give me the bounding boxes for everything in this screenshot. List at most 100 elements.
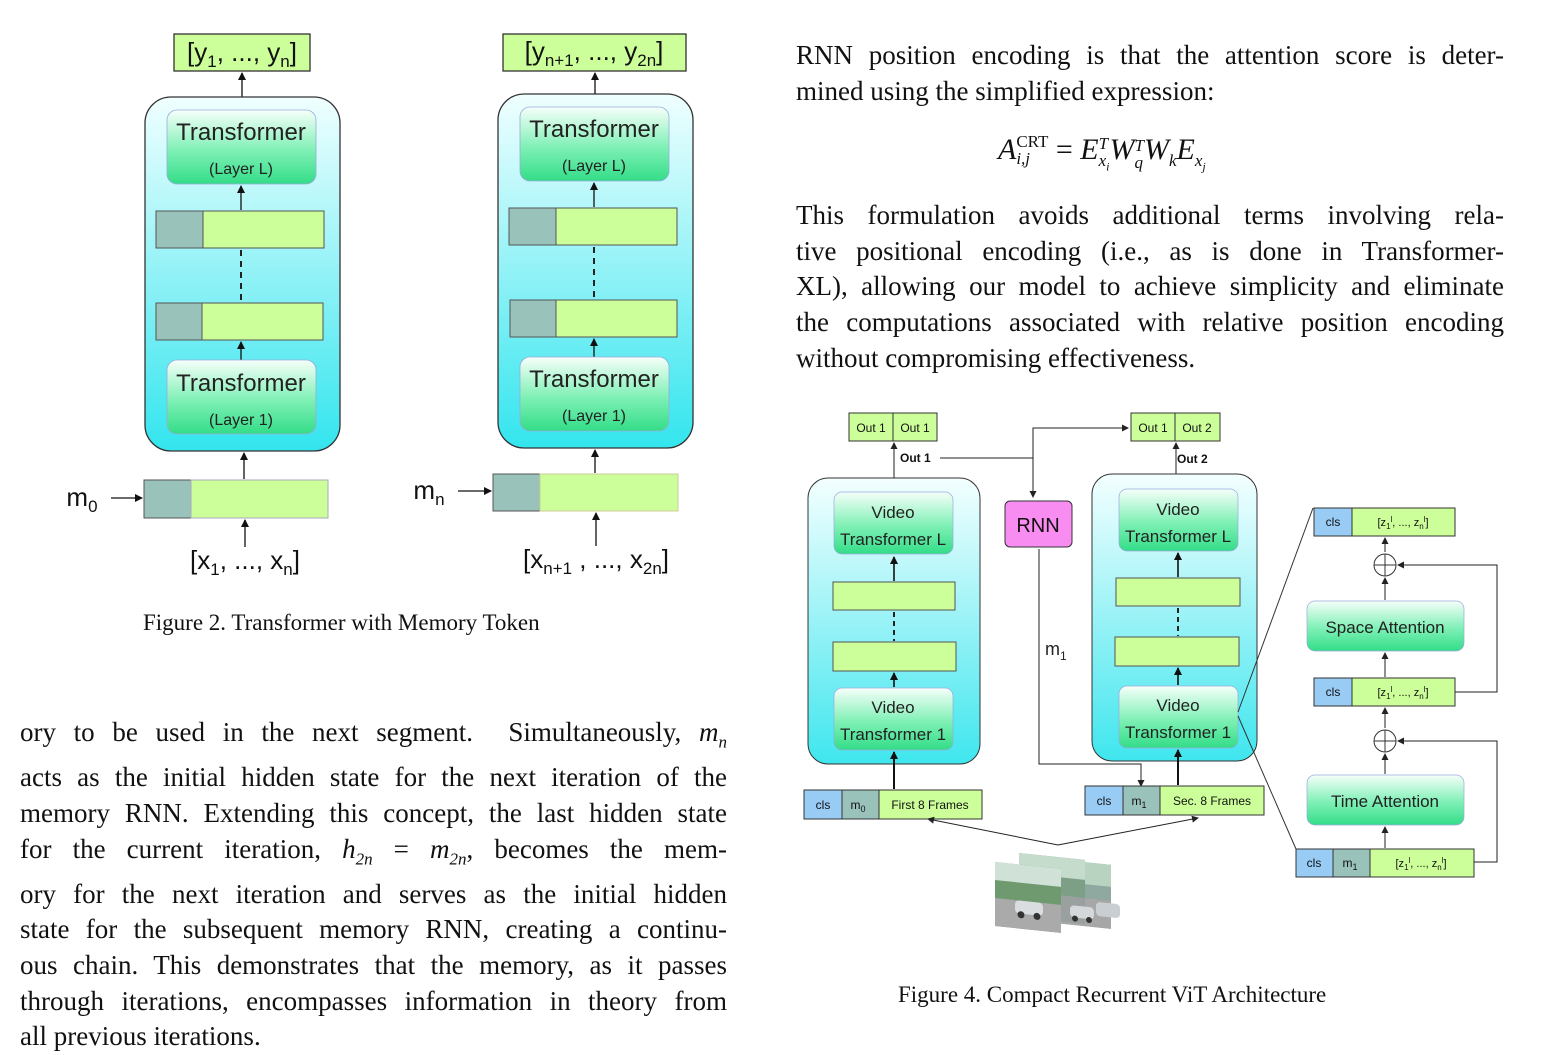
- right-p2-line-3: XL), allowing our model to achieve simpl…: [796, 271, 1504, 302]
- fig2-left-memory-label: m0: [66, 482, 97, 516]
- fig2-left-input-mem-cell: [143, 479, 192, 519]
- video-frames-image: [995, 853, 1120, 933]
- fig4-detail-mid-tokens-text: [z1l, ..., znl]: [1378, 685, 1429, 701]
- fig4-left-input-mem: [841, 789, 880, 820]
- fig2-left-layer-1-title: Transformer: [176, 370, 306, 397]
- right-paragraph-2: This formulation avoids additional terms…: [796, 198, 1504, 377]
- right-p1-line-2: mined using the simplified expression:: [796, 75, 1215, 106]
- right-paragraph-1: RNN position encoding is that the attent…: [796, 38, 1504, 109]
- left-line-5: ory for the next iteration and serves as…: [20, 878, 727, 909]
- right-p1-line-1: RNN position encoding is that the attent…: [796, 40, 1504, 70]
- fig4-left-token-top: [832, 581, 956, 611]
- fig2-right-mem-cell-top: [508, 207, 557, 246]
- fig4-rnn-to-m1-arrow: [1038, 549, 1145, 787]
- fig4-detail-top-cls: [1313, 507, 1353, 537]
- fig4-detail-skip-bottom: [1397, 737, 1498, 863]
- fig2-left-layer-1-block: [166, 359, 317, 435]
- fig2-left-diagram: [y1, ..., yn] Transformer (Layer L) Tran…: [66, 33, 341, 579]
- fig2-right-layer-1-sub: (Layer 1): [562, 408, 626, 425]
- left-line-7: ous chain. This demonstrates that the me…: [20, 950, 727, 980]
- fig4-detail-top-cls-text: cls: [1326, 515, 1341, 529]
- fig4-m1-label: m1: [1045, 639, 1067, 663]
- fig4-right-bottom-block-line2: Transformer 1: [1125, 723, 1231, 742]
- fig2-left-token-cell-top: [202, 210, 325, 249]
- fig4-right-token-top: [1115, 577, 1241, 607]
- fig4-detail-skip-top: [1397, 561, 1498, 693]
- fig4-time-attention-label: Time Attention: [1331, 792, 1439, 811]
- fig4-right-input-frames-text: Sec. 8 Frames: [1173, 794, 1251, 808]
- fig4-detail-bottom-tokens-text: [z1l, ..., znl]: [1396, 856, 1447, 872]
- fig2-left-output-box: [173, 33, 311, 72]
- fig4-left-input-cls: [803, 789, 843, 820]
- fig4-out1-to-right-arrow: [1032, 424, 1129, 458]
- fig4-right-token-bottom: [1114, 636, 1240, 667]
- fig4-out1-label: Out 1: [900, 451, 931, 465]
- fig4-zoom-line-top: [1237, 507, 1314, 713]
- fig4-space-attention-block: [1306, 600, 1465, 652]
- fig2-right-diagram: [yn+1, ..., y2n] Transformer (Layer L) T…: [413, 33, 694, 578]
- fig4-left-top-block: [833, 491, 954, 555]
- fig4-frames-to-right-arrow: [1057, 815, 1199, 846]
- fig4-right-top-block: [1118, 488, 1239, 552]
- fig4-right-input-cls: [1084, 785, 1124, 816]
- fig4-detail-add-bottom: [1373, 729, 1397, 753]
- fig4-detail-add-top: [1373, 553, 1397, 577]
- right-p2-line-2: tive positional encoding (i.e., as is do…: [796, 235, 1504, 266]
- fig2-right-layer-1-block: [519, 356, 670, 432]
- fig2-left-token-cell-bottom: [201, 302, 324, 341]
- fig4-detail-mid-tokens: [1351, 677, 1456, 707]
- fig4-detail-top-tokens-text: [z1l, ..., znl]: [1378, 515, 1429, 531]
- fig2-left-mem-cell-bottom: [155, 302, 203, 341]
- fig2-right-layer-L-title: Transformer: [529, 116, 659, 143]
- fig4-rnn-box: [1004, 500, 1073, 548]
- fig4-out2-cell-a-text: Out 1: [1138, 421, 1168, 435]
- fig4-left-input-frames: [878, 789, 983, 820]
- fig4-left-top-block-line2: Transformer L: [840, 530, 946, 549]
- left-line-8: through iterations, encompasses informat…: [20, 985, 727, 1016]
- fig2-right-layer-L-sub: (Layer L): [562, 158, 626, 175]
- fig4-out2-cell-b-text: Out 2: [1182, 421, 1212, 435]
- fig4-rnn-label: RNN: [1016, 515, 1059, 537]
- fig4-out1-cell-a-text: Out 1: [856, 421, 886, 435]
- fig4-space-attention-label: Space Attention: [1325, 618, 1444, 637]
- left-line-4: for the current iteration, h2n = m2n, be…: [20, 833, 727, 868]
- fig4-left-input-cls-text: cls: [816, 798, 831, 812]
- fig4-detail-bottom-cls-text: cls: [1307, 856, 1322, 870]
- fig4-right-top-block-line1: Video: [1156, 500, 1199, 519]
- fig2-left-mem-cell-top: [155, 210, 204, 249]
- fig4-out1-cell-a: [848, 412, 894, 442]
- fig4-detail-bottom-tokens: [1369, 848, 1475, 878]
- fig4-detail-mid-cls-text: cls: [1326, 685, 1341, 699]
- fig2-right-mem-cell-bottom: [509, 299, 557, 338]
- fig4-frames-to-left-arrow: [927, 816, 1059, 846]
- fig4-out2-cell-a: [1130, 412, 1176, 442]
- fig2-right-layer-L-block: [519, 106, 670, 182]
- fig2-right-memory-label: mn: [413, 475, 444, 509]
- fig2-left-input-text: [x1, ..., xn]: [190, 545, 300, 579]
- right-p2-line-1: This formulation avoids additional terms…: [796, 200, 1504, 230]
- left-line-6: state for the subsequent memory RNN, cre…: [20, 914, 727, 945]
- fig2-right-layer-1-title: Transformer: [529, 366, 659, 393]
- fig4-left-bottom-block: [833, 687, 954, 751]
- right-p2-line-5: without compromising effectiveness.: [796, 342, 1196, 373]
- left-line-9: all previous iterations.: [20, 1021, 261, 1052]
- fig2-right-token-cell-top: [555, 207, 678, 246]
- fig4-out2-cell-b: [1174, 412, 1221, 442]
- fig2-left-layer-L-sub: (Layer L): [209, 161, 273, 178]
- fig2-left-layer-1-sub: (Layer 1): [209, 412, 273, 429]
- fig4-right-top-block-line2: Transformer L: [1125, 527, 1231, 546]
- fig4-right-input-mem: [1122, 785, 1161, 816]
- fig4-left-input-frames-text: First 8 Frames: [891, 798, 968, 812]
- fig2-left-layer-L-title: Transformer: [176, 119, 306, 146]
- fig2-right-input-token-cell: [539, 473, 679, 512]
- fig4-detail-top-tokens: [1351, 507, 1456, 537]
- fig4-caption: Figure 4. Compact Recurrent ViT Architec…: [898, 982, 1327, 1007]
- left-paragraph: ory to be used in the next segment. Simu…: [20, 715, 727, 1055]
- fig4-zoom-line-bottom: [1237, 715, 1297, 850]
- fig2-left-input-token-cell: [190, 479, 329, 519]
- fig2-right-output-box: [502, 33, 687, 72]
- fig4-left-bottom-block-line2: Transformer 1: [840, 725, 946, 744]
- fig4-diagram: Out 1 Out 1 Out 1 Video Transformer L Vi…: [803, 412, 1498, 933]
- left-line-3: memory RNN. Extending this concept, the …: [20, 797, 727, 828]
